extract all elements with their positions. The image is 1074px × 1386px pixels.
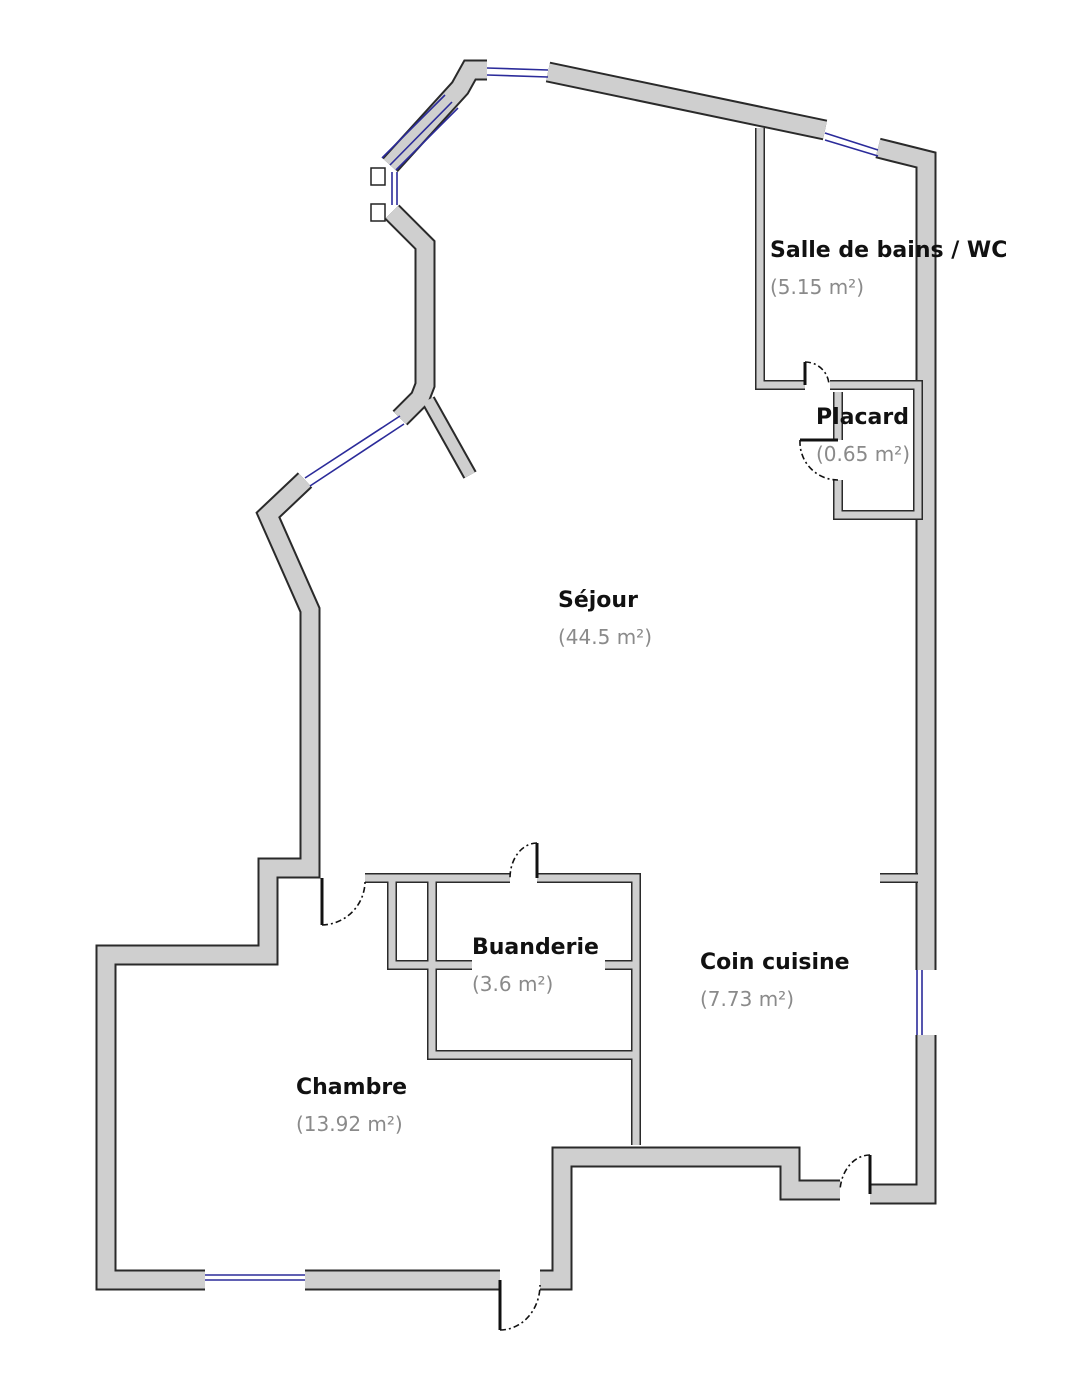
room-label-sejour: Séjour (44.5 m²) <box>558 588 652 649</box>
room-name: Salle de bains / WC <box>770 238 1008 263</box>
interior-walls <box>365 128 923 1145</box>
room-area: (5.15 m²) <box>770 275 864 299</box>
room-name: Placard <box>816 405 909 430</box>
room-label-coin-cuisine: Coin cuisine (7.73 m²) <box>700 950 850 1011</box>
room-name: Buanderie <box>472 935 599 960</box>
exterior-walls <box>95 59 937 1291</box>
room-name: Chambre <box>296 1075 408 1100</box>
window-frame-icon <box>370 203 386 222</box>
room-name: Séjour <box>558 588 638 613</box>
doors <box>320 361 872 1331</box>
room-area: (0.65 m²) <box>816 442 910 466</box>
window-frame-icon <box>370 167 386 186</box>
windows <box>205 67 923 1281</box>
room-label-placard: Placard (0.65 m²) <box>816 405 910 466</box>
room-label-buanderie: Buanderie (3.6 m²) <box>472 935 599 996</box>
room-area: (3.6 m²) <box>472 972 554 996</box>
room-area: (13.92 m²) <box>296 1112 403 1136</box>
room-label-chambre: Chambre (13.92 m²) <box>296 1075 407 1136</box>
room-label-salle-de-bains: Salle de bains / WC (5.15 m²) <box>770 238 1007 299</box>
room-name: Coin cuisine <box>700 950 850 975</box>
room-area: (7.73 m²) <box>700 987 794 1011</box>
room-area: (44.5 m²) <box>558 625 652 649</box>
